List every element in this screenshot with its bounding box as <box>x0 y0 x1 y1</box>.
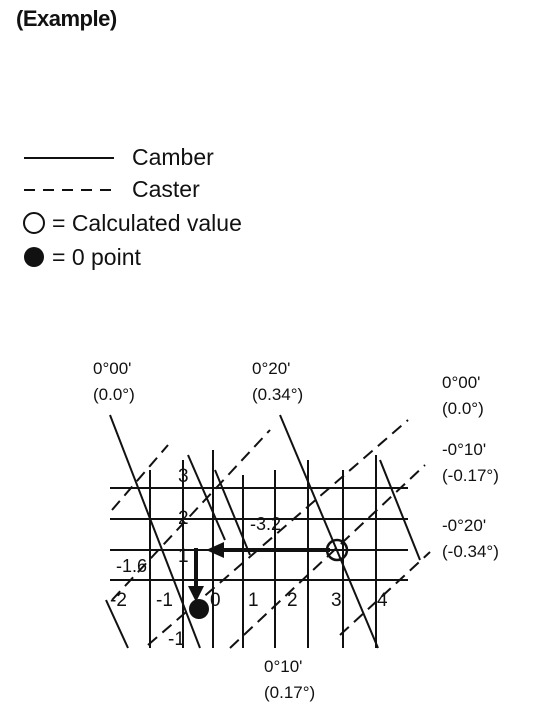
filled-circle-icon <box>24 247 44 267</box>
shim-vertical-value: -1.6 <box>116 556 147 576</box>
col-number: 0 <box>210 590 221 611</box>
caster-right-1-dms: 0°00' <box>442 373 480 392</box>
calculated-value-marker <box>325 538 349 562</box>
horizontal-grid-lines <box>110 487 408 581</box>
legend-zero-label: = 0 point <box>52 244 141 270</box>
legend-caster-label: Caster <box>132 176 200 202</box>
camber-top-mid-dms: 0°20' <box>252 359 290 378</box>
row-number: 1 <box>178 546 189 567</box>
caster-lines <box>111 419 431 649</box>
zero-point-marker <box>189 599 209 619</box>
row-number: 3 <box>178 466 189 487</box>
col-number: -1 <box>156 590 173 611</box>
col-number: 3 <box>331 590 342 611</box>
col-number: 2 <box>287 590 298 611</box>
caster-right-3-deg: (-0.34°) <box>442 542 499 561</box>
caster-right-2-dms: -0°10' <box>442 440 486 459</box>
dashed-line-icon <box>24 189 118 191</box>
legend-camber-label: Camber <box>132 144 214 170</box>
row-number: -1 <box>168 629 185 650</box>
shim-horizontal-value: -3.2 <box>250 514 281 534</box>
camber-top-mid-deg: (0.34°) <box>252 385 303 404</box>
col-number: -2 <box>110 590 127 611</box>
camber-top-left-deg: (0.0°) <box>93 385 135 404</box>
camber-top-left-dms: 0°00' <box>93 359 131 378</box>
camber-bottom-deg: (0.17°) <box>264 683 315 702</box>
vertical-shim-arrow <box>188 548 204 602</box>
camber-bottom-dms: 0°10' <box>264 657 302 676</box>
example-heading: (Example) <box>16 6 117 31</box>
horizontal-shim-arrow <box>206 542 330 558</box>
open-circle-icon <box>23 212 45 234</box>
caster-right-2-deg: (-0.17°) <box>442 466 499 485</box>
solid-line-icon <box>24 157 114 159</box>
caster-right-1-deg: (0.0°) <box>442 399 484 418</box>
legend-calculated-label: = Calculated value <box>52 210 242 236</box>
col-number: 1 <box>248 590 259 611</box>
col-number: 4 <box>377 590 388 611</box>
caster-right-3-dms: -0°20' <box>442 516 486 535</box>
row-number: 2 <box>178 508 189 529</box>
